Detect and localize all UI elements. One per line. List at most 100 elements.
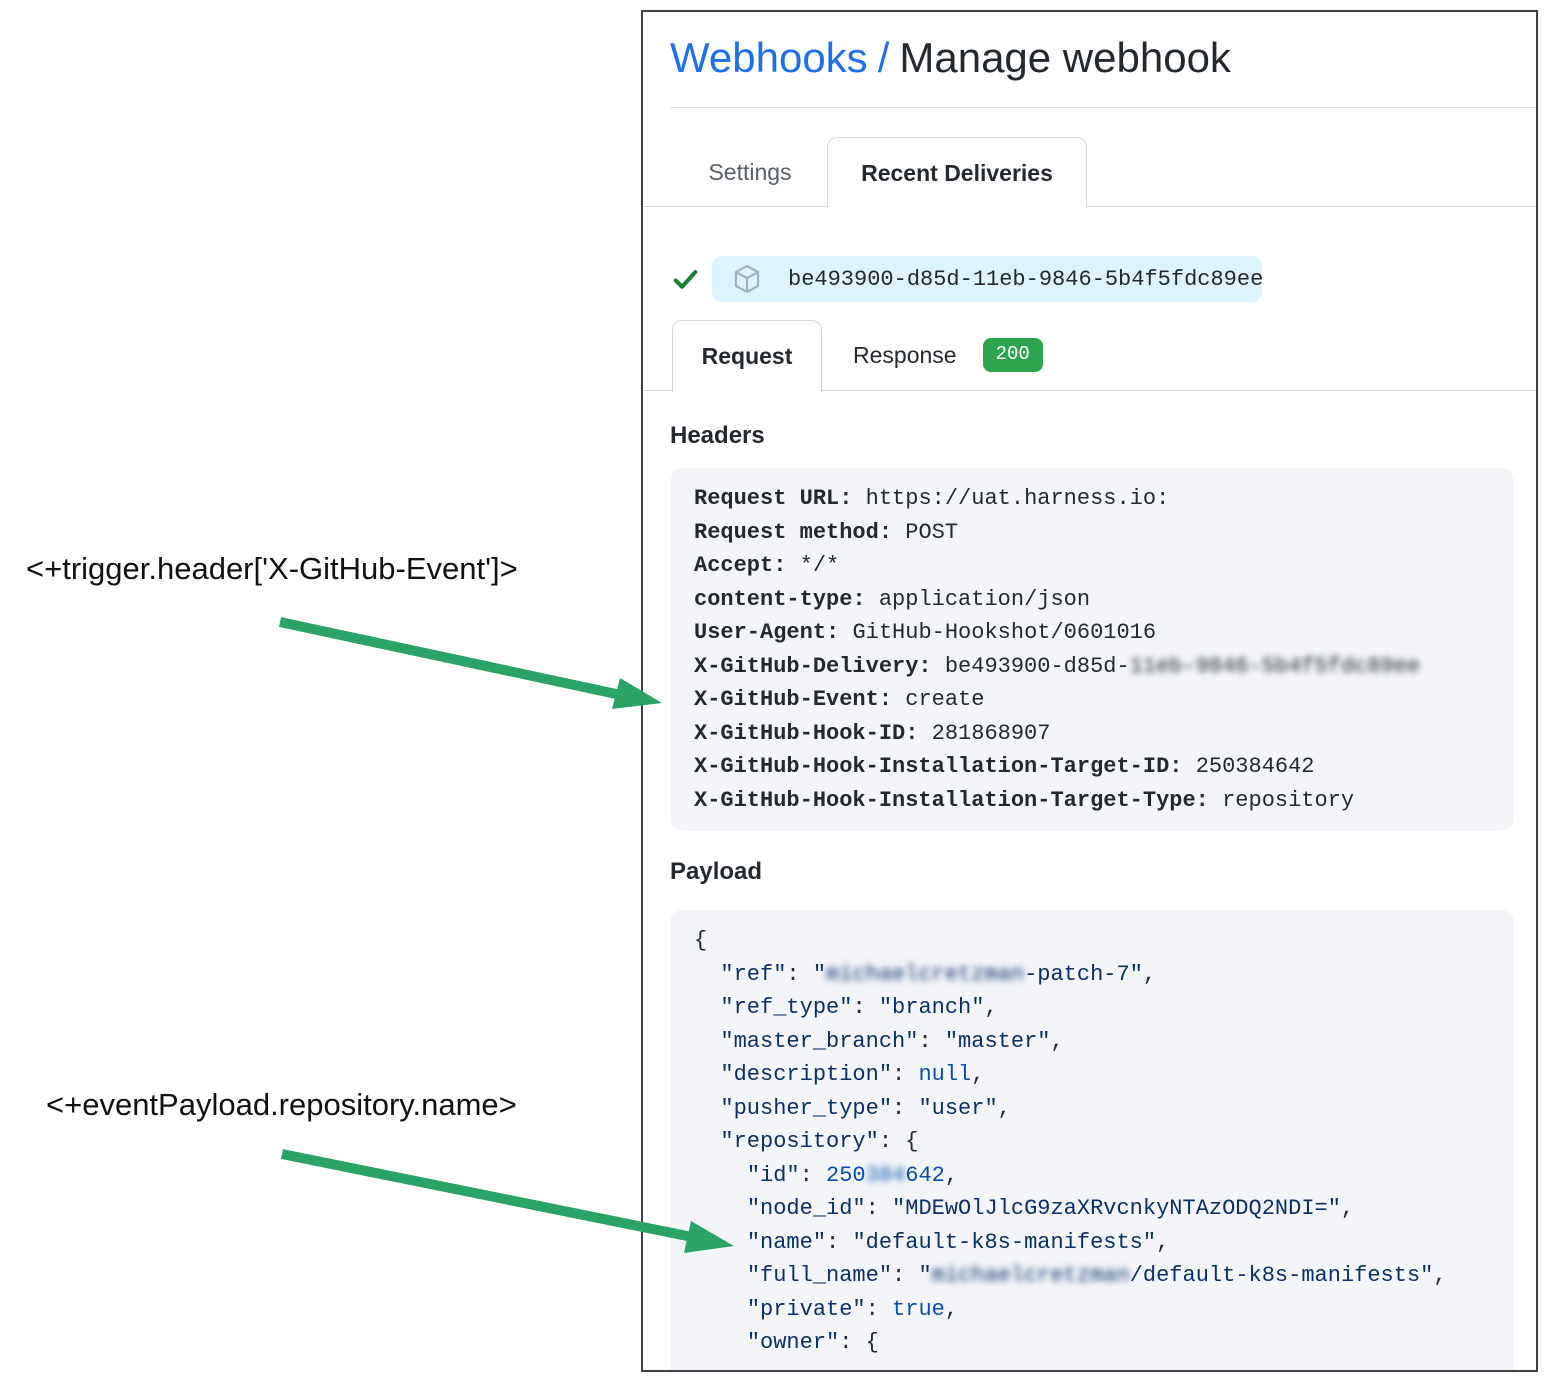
header-space: [932, 654, 945, 679]
header-value: repository: [1222, 787, 1355, 813]
payload-token: ,: [997, 1095, 1011, 1121]
payload-line: "full_name": "michaelcretzman/default-k8…: [694, 1259, 1514, 1293]
payload-line: "private": true,: [694, 1293, 1514, 1327]
trigger-arrow: [278, 617, 662, 709]
package-icon: [734, 264, 760, 294]
webhook-panel: Webhooks/Manage webhook Settings Recent …: [641, 10, 1538, 1372]
payload-token: "ref_type": [720, 995, 853, 1020]
payload-token: "id": [746, 1162, 800, 1188]
payload-token: : {: [878, 1129, 919, 1154]
header-value: 250384642: [1195, 754, 1315, 779]
header-row: content-type: application/json: [694, 583, 1514, 617]
payload-line: "repository": {: [694, 1125, 1514, 1159]
response-status-badge: 200: [982, 338, 1043, 372]
header-key: Request URL:: [694, 486, 853, 511]
payload-token: "pusher_type": [720, 1095, 893, 1121]
header-space: [852, 486, 865, 511]
payload-token: ": [918, 1263, 932, 1288]
payload-line: "id": 250384642,: [694, 1159, 1514, 1193]
payload-token: {: [694, 928, 708, 953]
payload-token: :: [786, 961, 813, 987]
payload-token: "user": [918, 1095, 998, 1121]
header-key: X-GitHub-Hook-Installation-Target-ID:: [694, 754, 1183, 779]
header-row: X-GitHub-Hook-Installation-Target-Type: …: [694, 784, 1514, 818]
header-key: X-GitHub-Hook-ID:: [694, 720, 919, 746]
tab-response[interactable]: Response 200: [853, 320, 1043, 390]
payload-token: ,: [1156, 1229, 1170, 1255]
payload-token: "repository": [720, 1129, 879, 1154]
payload-token: :: [892, 1263, 919, 1288]
payload-token: michaelcretzman: [826, 961, 1025, 987]
header-key: X-GitHub-Hook-Installation-Target-Type:: [694, 787, 1209, 813]
payload-token: "master_branch": [720, 1028, 919, 1054]
header-key: Accept:: [694, 553, 787, 578]
payload-token: :: [892, 1095, 919, 1121]
trigger-expression-label: <+trigger.header['X-GitHub-Event']>: [26, 551, 518, 586]
header-space: [839, 620, 852, 645]
headers-heading: Headers: [670, 422, 765, 449]
payload-line: "ref_type": "branch",: [694, 991, 1514, 1025]
payload-token: [694, 1062, 720, 1087]
payload-line: {: [694, 924, 1514, 958]
payload-token: :: [892, 1062, 919, 1087]
payload-line: "ref": "michaelcretzman-patch-7",: [694, 958, 1514, 992]
webhooks-breadcrumb-link[interactable]: Webhooks: [670, 34, 868, 81]
header-space: [1209, 788, 1222, 813]
payload-token: "full_name": [746, 1263, 893, 1288]
payload-token: "MDEwOlJlcG9zaXRvcnkyNTAzODQ2NDI=": [892, 1196, 1341, 1221]
payload-token: [694, 1230, 747, 1255]
header-row: X-GitHub-Hook-ID: 281868907: [694, 717, 1514, 751]
page-title-text: Manage webhook: [899, 34, 1231, 81]
payload-token: [694, 1297, 747, 1322]
header-key: Request method:: [694, 519, 893, 545]
payload-token: /default-k8s-manifests": [1129, 1263, 1434, 1288]
payload-token: true: [892, 1296, 945, 1322]
success-check-icon: [673, 270, 698, 289]
tab-request[interactable]: Request: [672, 320, 822, 392]
payload-line: "owner": {: [694, 1326, 1514, 1360]
payload-token: [694, 1163, 747, 1188]
payload-token: [694, 1330, 747, 1355]
header-value: GitHub-Hookshot/0601016: [852, 620, 1157, 645]
tab-recent-deliveries[interactable]: Recent Deliveries: [827, 137, 1087, 208]
payload-line: "name": "default-k8s-manifests",: [694, 1226, 1514, 1260]
header-value: */*: [799, 553, 840, 578]
payload-token: "default-k8s-manifests": [852, 1229, 1157, 1255]
header-space: [918, 721, 931, 746]
header-value: create: [905, 687, 985, 712]
header-space: [866, 587, 879, 612]
page-title: Webhooks/Manage webhook: [670, 34, 1231, 82]
header-key: User-Agent:: [694, 620, 840, 645]
payload-token: 642: [905, 1162, 945, 1188]
payload-token: [694, 1029, 720, 1054]
payload-token: [694, 1263, 747, 1288]
payload-token: [694, 1096, 720, 1121]
header-key: X-GitHub-Delivery:: [694, 653, 932, 679]
payload-token: ,: [971, 1062, 985, 1087]
payload-token: :: [799, 1162, 827, 1188]
payload-token: [694, 962, 720, 987]
payload-token: "branch": [878, 995, 985, 1020]
header-value: 281868907: [931, 720, 1051, 746]
payload-token: ,: [1433, 1263, 1447, 1288]
header-row: Accept: */*: [694, 549, 1514, 583]
payload-expression-label: <+eventPayload.repository.name>: [46, 1087, 517, 1122]
header-value: POST: [905, 519, 959, 545]
header-space: [1182, 754, 1195, 779]
payload-line: "master_branch": "master",: [694, 1025, 1514, 1059]
payload-token: :: [826, 1229, 853, 1255]
delivery-item[interactable]: be493900-d85d-11eb-9846-5b4f5fdc89ee: [712, 256, 1263, 302]
header-row: User-Agent: GitHub-Hookshot/0601016: [694, 616, 1514, 650]
headers-code-block: Request URL: https://uat.harness.io:Requ…: [670, 468, 1514, 831]
payload-token: "private": [746, 1296, 866, 1322]
tab-settings[interactable]: Settings: [708, 159, 792, 185]
payload-line: "pusher_type": "user",: [694, 1092, 1514, 1126]
header-value: 11eb-9846-5b4f5fdc89ee: [1129, 653, 1421, 679]
payload-token: ,: [984, 995, 998, 1020]
header-space: [892, 687, 905, 712]
header-row: Request method: POST: [694, 516, 1514, 550]
header-value: application/json: [878, 586, 1091, 612]
payload-token: "master": [944, 1028, 1051, 1054]
payload-token: ,: [944, 1162, 959, 1188]
